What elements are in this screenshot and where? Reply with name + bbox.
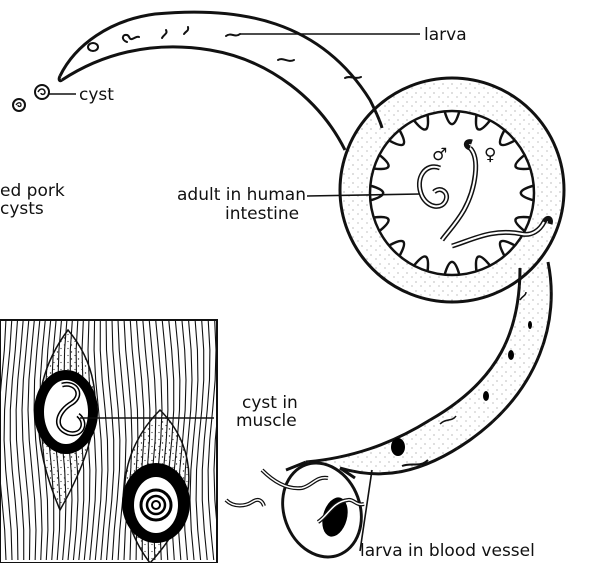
label-larva: larva [424,25,467,45]
male-symbol: ♂ [432,145,447,165]
cyst-group [13,85,49,111]
label-muscle-line2: muscle [236,411,297,431]
label-muscle-line1: cyst in [242,393,298,413]
label-blood-vessel: larva in blood vessel [360,541,535,561]
label-pork-line2: cysts [0,199,44,219]
label-cyst: cyst [79,85,114,105]
label-pork-line1: ed pork [0,181,65,201]
female-symbol: ♀ [484,145,496,165]
label-adult-line1: adult in human [177,185,306,205]
label-adult-line2: intestine [225,204,299,224]
muscle-panel [0,320,228,563]
intestinal-tube [59,12,382,150]
